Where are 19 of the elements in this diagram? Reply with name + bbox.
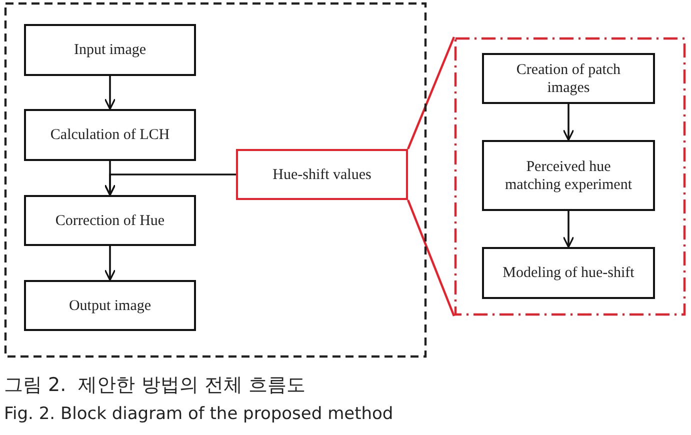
process-box: Calculation of LCH xyxy=(24,109,196,161)
process-box: Input image xyxy=(24,24,196,76)
zoom-line xyxy=(406,36,456,150)
arrow xyxy=(104,174,236,196)
process-box: Perceived hue matching experiment xyxy=(482,140,655,211)
process-box: Output image xyxy=(24,280,196,331)
process-box: Correction of Hue xyxy=(24,195,196,246)
arrow xyxy=(104,76,116,110)
process-box: Modeling of hue-shift xyxy=(482,247,655,299)
figure-caption: 그림 2. 제안한 방법의 전체 흐름도 xyxy=(4,373,306,398)
process-box: Hue-shift values xyxy=(236,149,408,200)
arrow xyxy=(562,104,574,141)
group-frame xyxy=(4,2,427,358)
zoom-line xyxy=(406,200,456,316)
arrow xyxy=(104,246,116,281)
zoom-frame xyxy=(454,37,686,316)
caption-text: Fig. 2. Block diagram of the proposed method xyxy=(4,404,394,424)
process-box: Creation of patch images xyxy=(482,53,655,104)
arrow xyxy=(562,211,574,248)
